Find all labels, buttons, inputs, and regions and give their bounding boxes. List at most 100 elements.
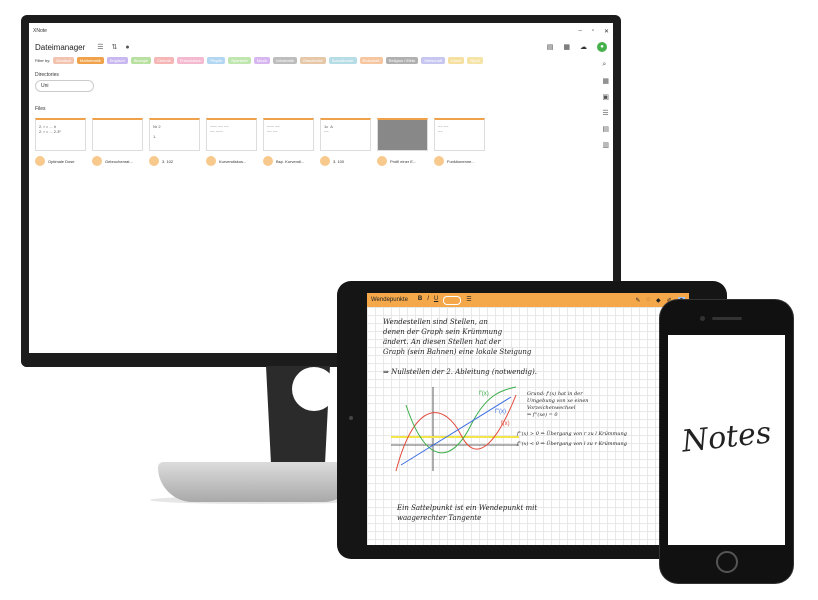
document-icon[interactable]: ▤ (546, 44, 554, 51)
note-line: ⇒ Nullstellen der 2. Ableitung (notwendi… (383, 368, 537, 376)
filter-chip[interactable]: Geschichte (299, 57, 326, 64)
text-format-tools: B I U ☰ (417, 295, 472, 305)
directory-chip[interactable]: Uni (35, 80, 94, 92)
filter-chip[interactable]: Sport (467, 57, 483, 64)
tasks-icon[interactable]: ☰ (602, 110, 609, 117)
cloud-icon[interactable]: ☁ (580, 44, 587, 51)
filter-chip[interactable]: Kunst (448, 57, 465, 64)
note-line: ändert. An diesen Stellen hat der (383, 338, 501, 346)
home-button[interactable] (716, 551, 738, 573)
filter-chip[interactable]: Chemie (154, 57, 174, 64)
lasso-icon[interactable]: ◌ (646, 296, 651, 303)
file-name: Gebrochenrat... (105, 158, 133, 164)
filter-chip[interactable]: Biologie (130, 57, 152, 64)
file-subject-dot (35, 156, 45, 166)
document-title: Wendepunkte (371, 297, 408, 303)
file-card[interactable]: Profil einer E... (377, 118, 428, 166)
folder-icon[interactable]: ▦ (563, 44, 570, 51)
file-thumbnail[interactable]: ~~~ ~~ ~~ ~~ (263, 118, 314, 151)
pen-icon[interactable]: ✎ (635, 297, 641, 304)
graph-label: f'(x) (479, 391, 489, 397)
file-card[interactable]: ~~~ ~~ ~~ ~~ ~~~ Kurvendiskus... (206, 118, 257, 166)
file-thumbnail[interactable]: 2. r = ... h 2. r = ... 2.3² (35, 118, 86, 151)
directories-heading: Directories (35, 72, 59, 78)
filter-chip[interactable]: Englisch (106, 57, 128, 64)
file-thumbnail[interactable]: ~~ ~~ ~~ (434, 118, 485, 151)
file-meta: Bsp. Kurvendi... (263, 156, 312, 166)
color-pill-icon[interactable] (443, 295, 462, 305)
file-meta: Funktionenne... (434, 156, 483, 166)
file-subject-dot (263, 156, 273, 166)
note-line: ⇒ f''(xe) = 0 (527, 412, 558, 418)
filter-chip[interactable]: Religion / Ethik (385, 57, 419, 64)
note-line: denen der Graph sein Krümmung (383, 328, 503, 336)
file-name: Funktionenne... (447, 158, 475, 164)
side-toolbar: ⌕ ▦ ▣ ☰ ▤ ▥ (602, 61, 609, 149)
note-canvas[interactable]: Wendestellen sind Stellen, an denen der … (367, 307, 689, 545)
sort-icon[interactable]: ⇅ (111, 44, 118, 51)
close-icon[interactable]: ✕ (603, 28, 609, 35)
file-subject-dot (434, 156, 444, 166)
filter-chip[interactable]: Französisch (176, 57, 205, 64)
file-name: Kurvendiskus... (219, 158, 247, 164)
maximize-icon[interactable]: ▫ (591, 27, 594, 34)
curve-f-double-prime (400, 396, 512, 466)
desktop-monitor: XNote – ▫ ✕ Dateimanager ☰ ⇅ ● ▤ ▦ ☁ ● F… (21, 15, 621, 367)
avatar[interactable]: ● (597, 42, 607, 52)
eraser-icon[interactable]: ◆ (656, 297, 661, 304)
note-line: Grund: f'(x) hat in der (527, 391, 583, 397)
monitor-stand-hole (292, 367, 336, 411)
calendar-icon[interactable]: ▣ (602, 94, 609, 101)
bold-icon[interactable]: B (417, 295, 423, 302)
filter-chip[interactable]: Informatik (273, 57, 297, 64)
filter-chip[interactable]: Musik (253, 57, 271, 64)
file-name: 3. 100 (333, 158, 345, 164)
file-thumbnail[interactable] (92, 118, 143, 151)
file-subject-dot (149, 156, 159, 166)
calculator-icon[interactable]: ▦ (602, 78, 609, 85)
filter-chip[interactable]: Mathematik (77, 57, 104, 64)
file-card[interactable]: ~~~ ~~ ~~ ~~ Bsp. Kurvendi... (263, 118, 314, 166)
underline-icon[interactable]: U (433, 295, 439, 302)
file-card[interactable]: Gebrochenrat... (92, 118, 143, 166)
file-card[interactable]: Nr 2 1. 3. 102 (149, 118, 200, 166)
file-subject-dot (92, 156, 102, 166)
list-view-icon[interactable]: ☰ (97, 44, 104, 51)
graph-label: f''(x) (495, 409, 506, 415)
filter-chip[interactable]: Physik (207, 57, 226, 64)
file-thumbnail[interactable]: Nr 2 1. (149, 118, 200, 151)
file-meta: Gebrochenrat... (92, 156, 141, 166)
file-subject-dot (377, 156, 387, 166)
note-line: Ein Sattelpunkt ist ein Wendepunkt mit (397, 504, 538, 512)
filter-chip[interactable]: Erdkunde (359, 57, 383, 64)
file-thumbnail[interactable]: 1c A ~~ (320, 118, 371, 151)
file-card[interactable]: ~~ ~~ ~~ Funktionenne... (434, 118, 485, 166)
file-card[interactable]: 2. r = ... h 2. r = ... 2.3² Optimale Dos… (35, 118, 86, 166)
file-name: Bsp. Kurvendi... (276, 158, 305, 164)
editor-toolbar: Wendepunkte B I U ☰ ✎ ◌ ◆ ✐ ▮ (367, 293, 689, 307)
filter-chip[interactable]: Spanisch (228, 57, 251, 64)
graph-label: f(x) (501, 421, 510, 427)
curve-f (395, 394, 517, 472)
list-icon[interactable]: ☰ (466, 296, 472, 303)
file-meta: Optimale Dose (35, 156, 84, 166)
file-thumbnail[interactable]: ~~~ ~~ ~~ ~~ ~~~ (206, 118, 257, 151)
files-heading: Files (35, 106, 46, 112)
search-icon[interactable]: ⌕ (602, 61, 607, 68)
tag-filter-icon[interactable]: ● (125, 43, 130, 51)
pencil-icon[interactable]: ✐ (666, 297, 672, 304)
filter-label: Filter by: (35, 58, 51, 63)
print-icon[interactable]: ▥ (602, 142, 609, 149)
italic-icon[interactable]: I (427, 295, 429, 302)
file-thumbnail[interactable] (377, 118, 428, 151)
file-card[interactable]: 1c A ~~ 3. 100 (320, 118, 371, 166)
notes-icon[interactable]: ▤ (602, 126, 609, 133)
minimize-icon[interactable]: – (578, 27, 582, 34)
note-line: waagerechter Tangente (397, 514, 482, 522)
file-name: 3. 102 (162, 158, 174, 164)
filter-chip[interactable]: Deutsch (53, 57, 75, 64)
filter-chip[interactable]: Wirtschaft (421, 57, 446, 64)
function-graph: f'(x) f''(x) f(x) (391, 386, 519, 472)
filter-chip[interactable]: Sozialkunde (328, 57, 357, 64)
